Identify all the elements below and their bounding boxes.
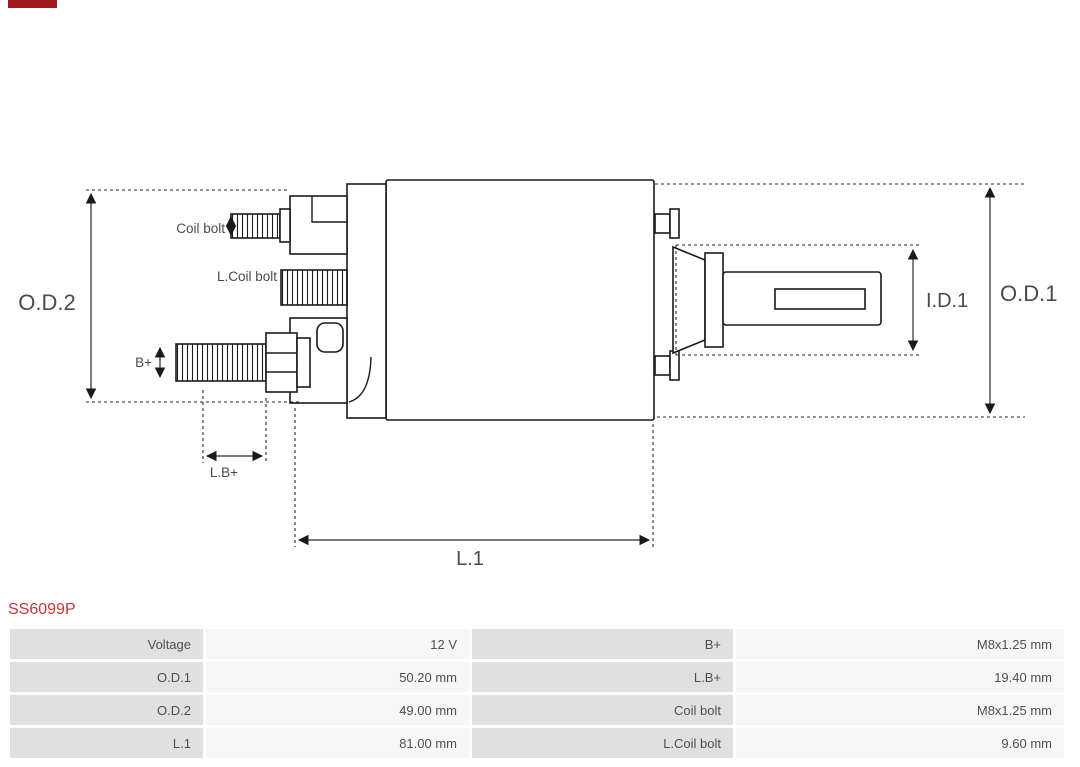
- spec-label-b-plus: B+: [472, 629, 733, 659]
- brand-logo: [8, 0, 57, 8]
- dimension-measure-lines: [85, 186, 996, 546]
- spec-value-l1: 81.00 mm: [206, 728, 469, 758]
- spec-value-od2: 49.00 mm: [206, 695, 469, 725]
- spec-value-lb-plus: 19.40 mm: [736, 662, 1064, 692]
- solenoid-diagram-svg: O.D.2 O.D.1 I.D.1 L.1 Coil bolt L.Coil b…: [18, 179, 1057, 570]
- spec-value-b-plus: M8x1.25 mm: [736, 629, 1064, 659]
- spec-value-lcoil-bolt: 9.60 mm: [736, 728, 1064, 758]
- spec-label-lb-plus: L.B+: [472, 662, 733, 692]
- spec-value-voltage: 12 V: [206, 629, 469, 659]
- spec-label-lcoil-bolt: L.Coil bolt: [472, 728, 733, 758]
- dim-label-id1: I.D.1: [926, 290, 968, 312]
- spec-value-coil-bolt: M8x1.25 mm: [736, 695, 1064, 725]
- dim-label-lcoil-bolt: L.Coil bolt: [217, 269, 277, 284]
- part-number: SS6099P: [8, 601, 76, 618]
- dim-label-od1: O.D.1: [1000, 281, 1057, 306]
- dim-label-coil-bolt: Coil bolt: [176, 221, 225, 236]
- solenoid-body-outline: [175, 179, 882, 421]
- spec-label-coil-bolt: Coil bolt: [472, 695, 733, 725]
- dimension-extension-lines: [86, 183, 1025, 547]
- spec-label-l1: L.1: [10, 728, 203, 758]
- spec-table: Voltage 12 V B+ M8x1.25 mm O.D.1 50.20 m…: [10, 629, 1064, 758]
- solenoid-technical-drawing: O.D.2 O.D.1 I.D.1 L.1 Coil bolt L.Coil b…: [18, 179, 1057, 570]
- spec-label-voltage: Voltage: [10, 629, 203, 659]
- spec-label-od2: O.D.2: [10, 695, 203, 725]
- spec-value-od1: 50.20 mm: [206, 662, 469, 692]
- spec-label-od1: O.D.1: [10, 662, 203, 692]
- dim-label-od2: O.D.2: [18, 290, 75, 315]
- dim-label-l1: L.1: [456, 548, 484, 570]
- dim-label-b-plus: B+: [135, 355, 152, 370]
- dim-label-lb-plus: L.B+: [210, 465, 238, 480]
